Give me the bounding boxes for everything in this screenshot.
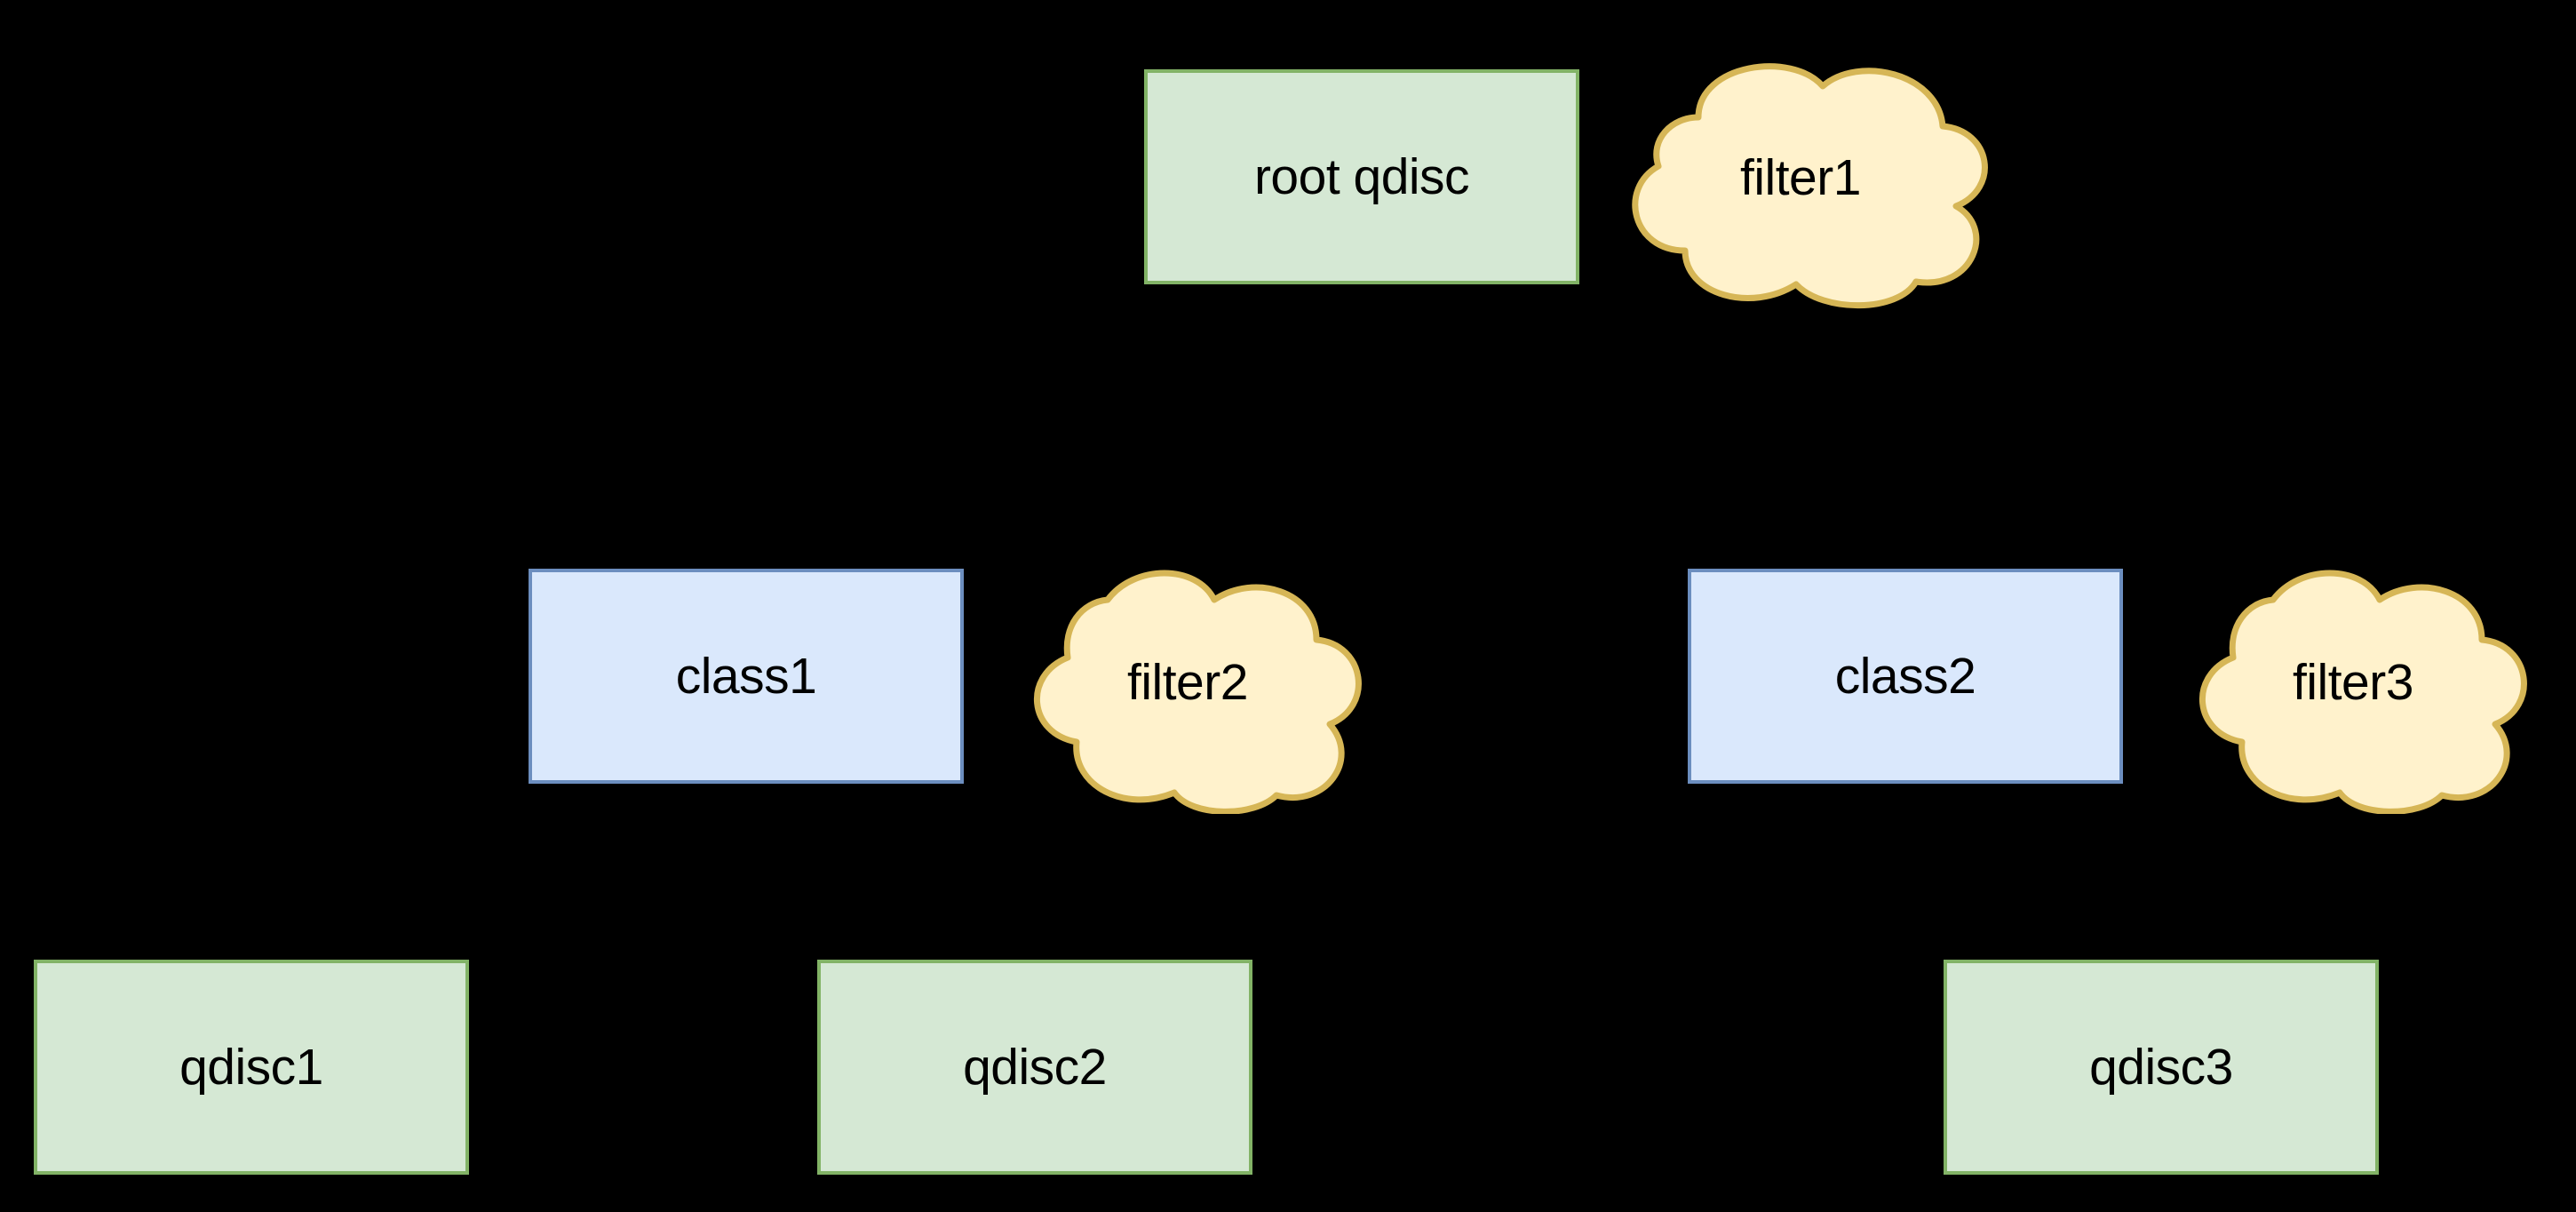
node-filter3-label: filter3 (2293, 654, 2413, 711)
node-filter2-label: filter2 (1127, 654, 1248, 711)
node-class2[interactable]: class2 (1688, 569, 2123, 784)
node-qdisc1[interactable]: qdisc1 (34, 960, 469, 1175)
node-qdisc2[interactable]: qdisc2 (817, 960, 1252, 1175)
node-class1-label: class1 (675, 647, 817, 705)
node-root-qdisc-label: root qdisc (1253, 148, 1470, 205)
edge-class1-to-root-qdisc (743, 281, 1378, 569)
edge-qdisc3-to-class2 (1882, 780, 2164, 960)
node-filter3[interactable]: filter3 (2153, 551, 2553, 814)
cloud-shape-icon (1034, 570, 1362, 814)
node-qdisc3-label: qdisc3 (2089, 1038, 2233, 1096)
node-qdisc2-label: qdisc2 (963, 1038, 1107, 1096)
node-root-qdisc[interactable]: root qdisc (1144, 69, 1579, 284)
node-filter1[interactable]: filter1 (1601, 46, 2000, 309)
edge-qdisc1-to-class1 (249, 780, 737, 960)
node-qdisc1-label: qdisc1 (179, 1038, 323, 1096)
node-filter2[interactable]: filter2 (988, 551, 1387, 814)
node-class1[interactable]: class1 (529, 569, 964, 784)
cloud-shape-icon (1632, 63, 1988, 309)
edge-class2-to-root-qdisc (1346, 281, 1908, 569)
cloud-shape-icon (2199, 570, 2527, 814)
node-filter1-label: filter1 (1740, 149, 1861, 206)
node-class2-label: class2 (1834, 647, 1976, 705)
node-qdisc3[interactable]: qdisc3 (1944, 960, 2379, 1175)
